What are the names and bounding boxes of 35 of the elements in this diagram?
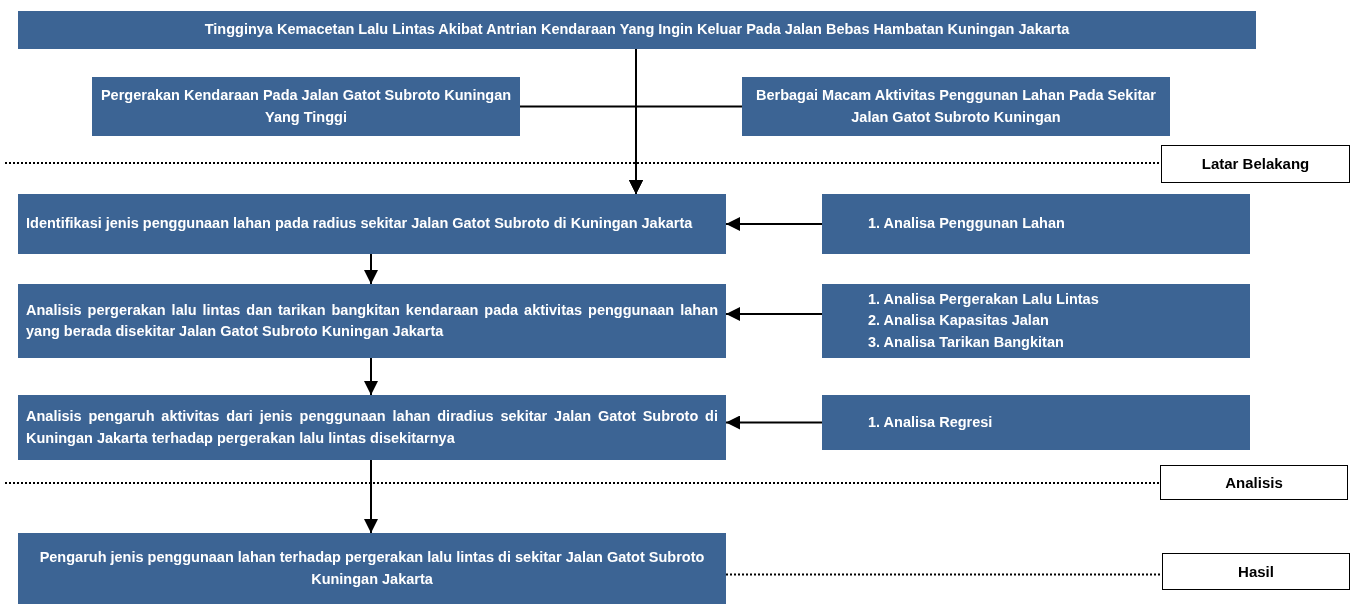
list-item: 2. Analisa Kapasitas Jalan	[868, 311, 1050, 331]
list-item: Tingginya Kemacetan Lalu Lintas Akibat Antrian Kendaraan Yang Ingin Keluar Pada Jalan Bebas Hambatan Kuningan Jakarta	[203, 20, 1071, 40]
process-box	[822, 284, 1250, 358]
list-item: Pergerakan Kendaraan Pada Jalan Gatot Subroto Kuningan Yang Tinggi	[100, 86, 512, 127]
section-label-box	[1160, 465, 1348, 500]
box-text: Latar Belakang	[1201, 154, 1310, 175]
process-box	[742, 77, 1170, 136]
box-text: Hasil	[1238, 561, 1274, 582]
box-text: Analisis	[1225, 472, 1283, 493]
list-item: 1. Analisa Pergerakan Lalu Lintas	[868, 290, 1100, 310]
process-box	[18, 284, 726, 358]
arrow	[364, 357, 378, 396]
section-label-box	[1162, 553, 1350, 590]
process-box	[18, 533, 726, 604]
arrow	[364, 459, 378, 534]
process-box	[92, 77, 520, 136]
list-item: Analisis pengaruh aktivitas dari jenis penggunaan lahan diradius sekitar Jalan Gatot Subroto di Kuningan Jakarta terhadap pergerakan lalu lintas disekitarnya	[26, 407, 718, 448]
section-label-box	[1161, 145, 1350, 183]
list-item: 3. Analisa Tarikan Bangkitan	[868, 332, 1065, 352]
arrow	[725, 415, 823, 430]
list-item: Analisis pergerakan lalu lintas dan tarikan bangkitan kendaraan pada aktivitas penggunaan lahan yang berada disekitar Jalan Gatot Subroto Kuningan Jakarta	[26, 301, 718, 341]
arrow	[725, 217, 823, 231]
list-item: Berbagai Macam Aktivitas Penggunan Lahan Pada Sekitar Jalan Gatot Subroto Kuningan	[755, 86, 1157, 127]
process-box	[822, 194, 1250, 254]
list-item: Identifikasi jenis penggunaan lahan pada radius sekitar Jalan Gatot Subroto di Kuningan Jakarta	[26, 214, 694, 234]
arrow	[629, 105, 743, 195]
process-box	[18, 395, 726, 460]
list-item: 1. Analisa Regresi	[868, 413, 994, 432]
list-item: 1. Analisa Penggunan Lahan	[868, 214, 1066, 234]
process-box	[18, 11, 1256, 49]
process-box	[822, 395, 1250, 450]
arrow	[364, 253, 378, 285]
list-item: Pengaruh jenis penggunaan lahan terhadap pergerakan lalu lintas di sekitar Jalan Gatot Subroto Kuningan Jakarta	[38, 548, 706, 589]
arrow	[725, 307, 823, 321]
process-box	[18, 194, 726, 254]
